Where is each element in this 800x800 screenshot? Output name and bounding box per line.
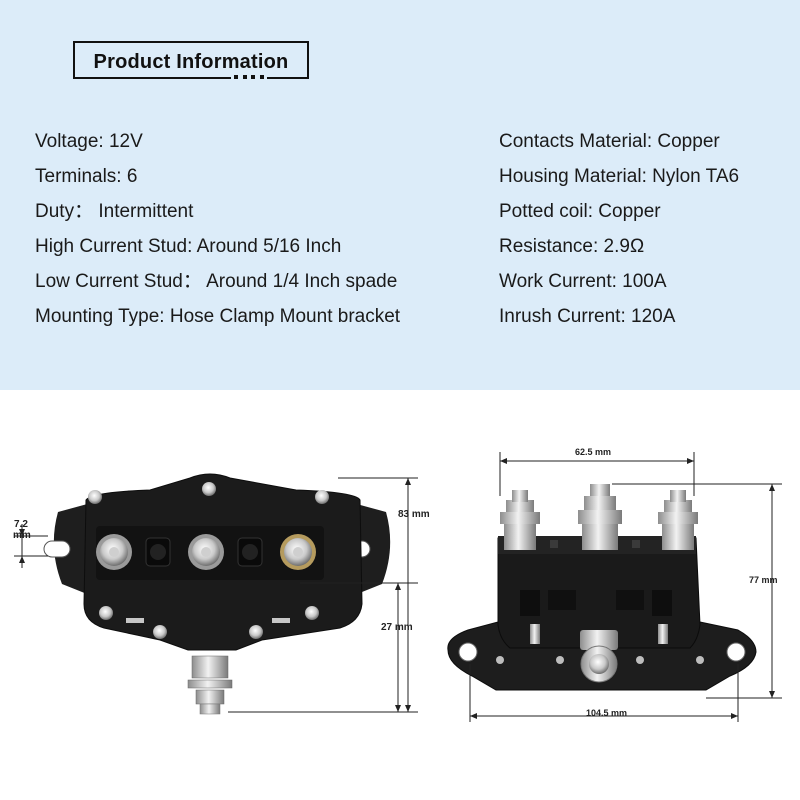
spec-low-current-stud: Low Current Stud： Around 1/4 Inch spade [35, 271, 398, 292]
title-dots-decoration [231, 75, 267, 79]
spec-contacts-material: Contacts Material: Copper [499, 131, 720, 152]
spec-terminals: Terminals: 6 [35, 166, 138, 187]
spec-housing-material: Housing Material: Nylon TA6 [499, 166, 740, 187]
top-stud-right [658, 490, 698, 550]
spec-voltage: Voltage: 12V [35, 131, 143, 152]
spec-work-current: Work Current: 100A [499, 271, 667, 292]
solenoid-side-view [447, 484, 757, 691]
dim-top-width: 62.5 mm [575, 447, 612, 457]
solenoid-top-view [43, 473, 391, 715]
dim-side-offset-value: 7.2 [14, 519, 28, 530]
spec-duty: Duty： Intermittent [35, 201, 194, 222]
dim-side-height: 77 mm [749, 575, 778, 585]
dim-side-offset-unit: mm [13, 530, 31, 541]
dim-height-partial: 27 mm [381, 622, 413, 633]
side-housing-body [497, 537, 701, 649]
spec-potted-coil: Potted coil: Copper [499, 201, 661, 222]
title-box: Product Information [73, 41, 309, 79]
top-stud-center [578, 484, 622, 550]
top-stud-left [500, 490, 540, 550]
spec-inrush-current: Inrush Current: 120A [499, 306, 676, 327]
dim-height-total: 83 mm [398, 509, 430, 520]
right-dimension-lines [469, 452, 782, 722]
left-dimension-lines [14, 477, 418, 713]
spec-high-current-stud: High Current Stud: Around 5/16 Inch [35, 236, 342, 257]
spec-mounting-type: Mounting Type: Hose Clamp Mount bracket [35, 306, 401, 327]
spec-resistance: Resistance: 2.9Ω [499, 236, 645, 257]
page-title: Product Information [93, 51, 289, 73]
dim-base-width: 104.5 mm [586, 708, 628, 718]
